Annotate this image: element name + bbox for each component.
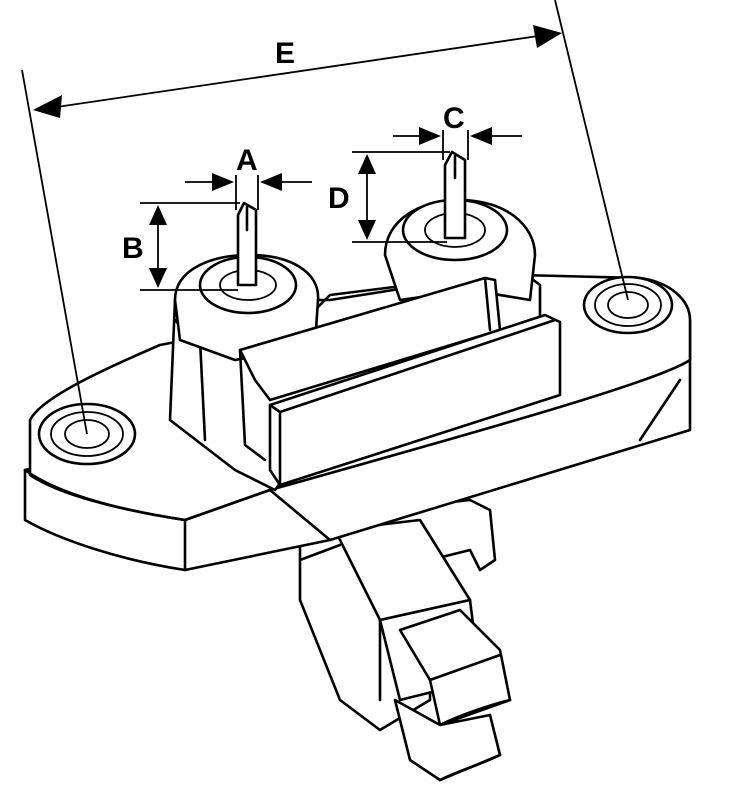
label-a: A	[236, 144, 258, 177]
dimension-e	[21, 0, 629, 435]
dimension-a	[185, 173, 312, 210]
dimension-b	[140, 202, 240, 291]
label-d: D	[328, 182, 350, 215]
dimension-c	[393, 127, 522, 160]
mounting-hole-right	[582, 275, 674, 335]
terminal-pin-right	[443, 150, 467, 240]
label-b: B	[122, 232, 144, 265]
label-c: C	[443, 102, 465, 135]
dimension-d	[352, 151, 450, 243]
terminal-pin-left	[236, 201, 258, 287]
connector-blade-upper	[398, 608, 512, 727]
brush-slab-front	[268, 313, 562, 487]
label-e: E	[275, 37, 295, 70]
connector-blade-lower	[393, 698, 502, 782]
